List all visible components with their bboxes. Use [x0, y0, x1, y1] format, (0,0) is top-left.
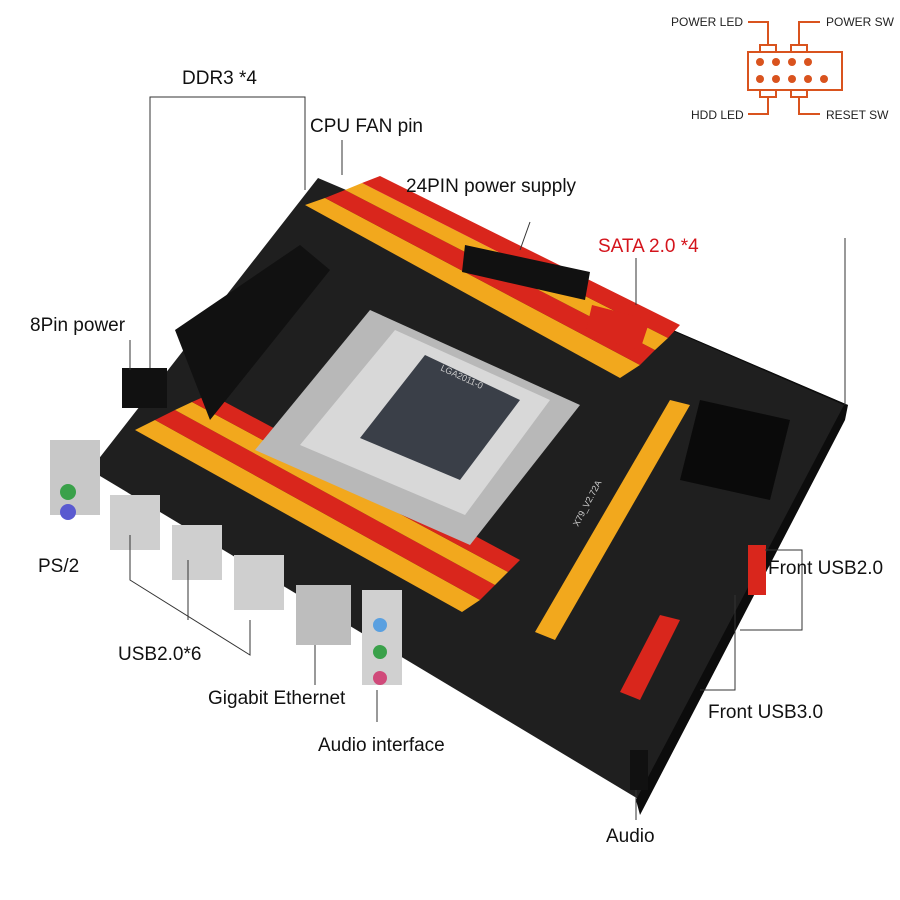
vrm-heatsink — [175, 245, 330, 420]
label-audio-interface: Audio interface — [318, 735, 445, 756]
label-reset-sw: RESET SW — [826, 108, 889, 122]
label-8pin: 8Pin power — [30, 315, 126, 336]
cpu-socket — [255, 310, 580, 545]
chipset-heatsink — [680, 400, 790, 500]
front-usb20-header — [748, 545, 766, 595]
label-front-usb20: Front USB2.0 — [768, 558, 884, 579]
label-audio: Audio — [606, 826, 655, 847]
usb-port-3 — [234, 555, 284, 610]
audio-jacks — [362, 590, 402, 685]
sata-ports — [585, 305, 650, 350]
label-hdd-led: HDD LED — [691, 108, 744, 122]
label-power-led: POWER LED — [671, 15, 744, 29]
label-24pin: 24PIN power supply — [406, 176, 577, 197]
label-sata: SATA 2.0 *4 — [598, 236, 699, 257]
ethernet-port — [296, 585, 351, 645]
label-ddr3: DDR3 *4 — [182, 68, 257, 89]
eps-8pin — [122, 368, 167, 408]
label-front-usb30: Front USB3.0 — [708, 702, 824, 723]
ps2-port — [50, 440, 100, 515]
pcie-slot — [535, 400, 690, 640]
usb-port-2 — [172, 525, 222, 580]
atx-24pin — [462, 245, 590, 300]
audio-header — [630, 750, 648, 790]
label-usb20: USB2.0*6 — [118, 644, 202, 665]
usb-port-1 — [110, 495, 160, 550]
label-ethernet: Gigabit Ethernet — [208, 688, 346, 709]
label-cpu-fan: CPU FAN pin — [310, 116, 423, 137]
label-ps2: PS/2 — [38, 556, 80, 577]
label-power-sw: POWER SW — [826, 15, 894, 29]
leader-lines — [129, 96, 846, 820]
front-panel-header-diagram — [747, 21, 843, 115]
